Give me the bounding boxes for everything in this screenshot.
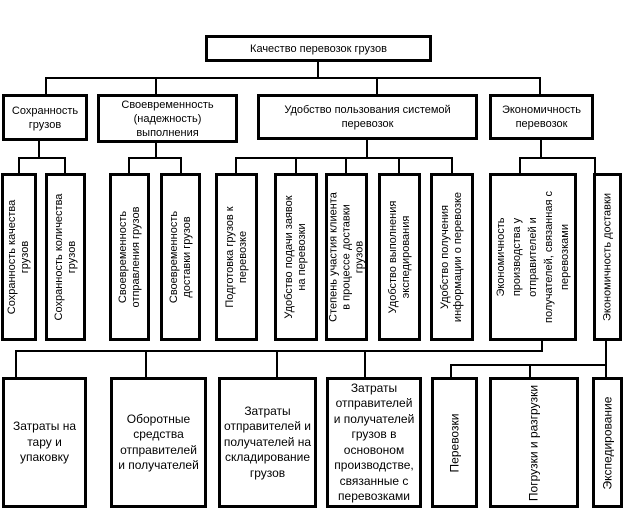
- connector-line: [235, 157, 453, 159]
- connector-line: [345, 159, 347, 173]
- connector-line: [451, 159, 453, 173]
- node-quality-root: Качество перевозок грузов: [205, 35, 432, 62]
- node-transportation: Перевозки: [431, 377, 478, 508]
- node-transport-economy: Экономичность перевозок: [489, 94, 594, 140]
- connector-line: [180, 159, 182, 173]
- connector-line: [450, 366, 452, 377]
- node-quality-preservation: Сохранность качества грузов: [1, 173, 37, 341]
- connector-line: [540, 140, 542, 157]
- node-delivery-timeliness: Своевременность доставки грузов: [160, 173, 201, 341]
- connector-line: [15, 350, 543, 352]
- node-dispatch-timeliness: Своевременность отправления грузов: [109, 173, 150, 341]
- node-info-convenience: Удобство получения информации о перевозк…: [430, 173, 474, 341]
- connector-line: [376, 79, 378, 94]
- connector-line: [155, 143, 157, 157]
- node-timeliness: Своевременность (надежность) выполнения: [97, 94, 238, 143]
- connector-line: [15, 352, 17, 377]
- node-forwarding: Экспедирование: [592, 377, 623, 508]
- connector-line: [594, 159, 596, 173]
- connector-line: [18, 159, 20, 173]
- connector-line: [364, 352, 366, 377]
- node-warehousing-costs: Затраты отправителей и получателей на ск…: [218, 377, 317, 508]
- connector-line: [276, 352, 278, 377]
- connector-line: [145, 352, 147, 377]
- node-forwarding-convenience: Удобство выполнения экспедирования: [378, 173, 421, 341]
- node-cargo-safety: Сохранность грузов: [2, 94, 88, 141]
- connector-line: [450, 364, 607, 366]
- connector-line: [45, 79, 47, 94]
- connector-line: [295, 159, 297, 173]
- connector-line: [45, 77, 541, 79]
- connector-line: [155, 79, 157, 94]
- connector-line: [18, 157, 66, 159]
- node-production-costs: Затраты отправителей и получателей грузо…: [326, 377, 422, 508]
- node-packaging-costs: Затраты на тару и упаковку: [2, 377, 87, 508]
- connector-line: [541, 341, 543, 350]
- connector-line: [317, 62, 319, 77]
- connector-line: [128, 159, 130, 173]
- connector-line: [529, 366, 531, 377]
- node-cargo-preparation: Подготовка грузов к перевозке: [215, 173, 258, 341]
- connector-line: [366, 140, 368, 157]
- node-working-capital: Оборотные средства отправителей и получа…: [110, 377, 207, 508]
- connector-line: [519, 159, 521, 173]
- node-request-convenience: Удобство подачи заявок на перевозки: [274, 173, 318, 341]
- connector-line: [128, 157, 182, 159]
- node-quantity-preservation: Сохранность количества грузов: [45, 173, 86, 341]
- node-loading-unloading: Погрузки и разгрузки: [489, 377, 579, 508]
- connector-line: [235, 159, 237, 173]
- connector-line: [605, 341, 607, 377]
- node-delivery-economy: Экономичность доставки: [593, 173, 622, 341]
- node-client-participation: Степень участия клиента в процессе доста…: [325, 173, 368, 341]
- connector-line: [64, 159, 66, 173]
- node-system-usability: Удобство пользования системой перевозок: [257, 94, 478, 140]
- connector-line: [38, 141, 40, 157]
- connector-line: [539, 79, 541, 94]
- node-production-economy: Экономичность производства у отправителе…: [489, 173, 577, 341]
- connector-line: [398, 159, 400, 173]
- connector-line: [519, 157, 596, 159]
